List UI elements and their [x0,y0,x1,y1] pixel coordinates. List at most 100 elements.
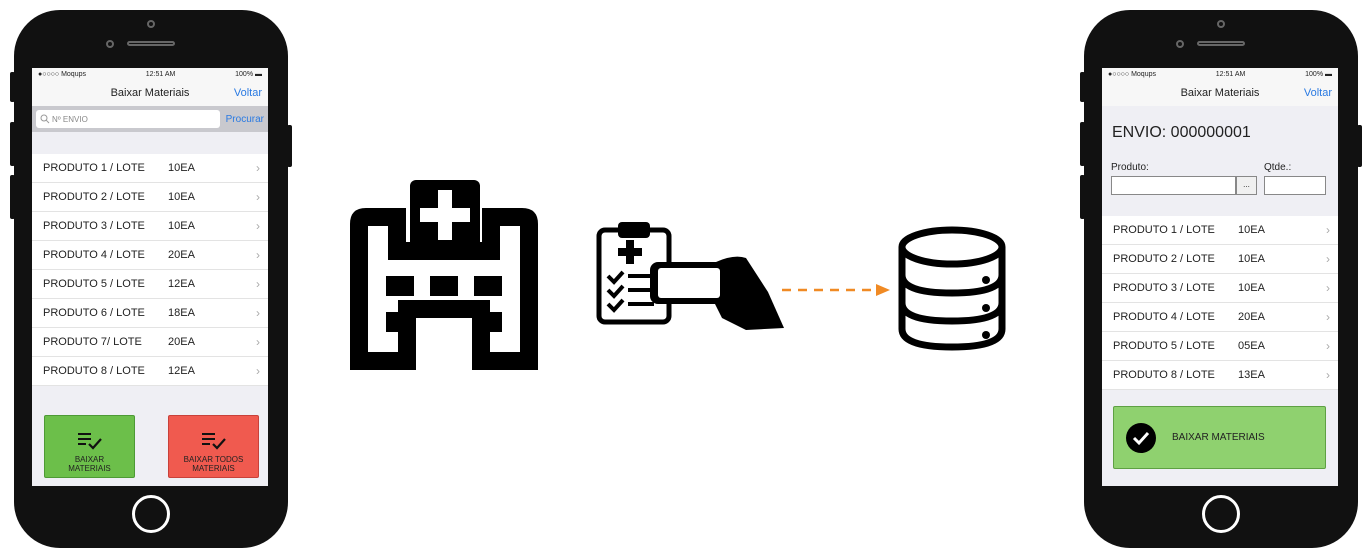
quantity-label: 20EA [1238,311,1265,323]
baixar-todos-button[interactable]: BAIXAR TODOS MATERIAIS [168,415,259,478]
product-label: PRODUTO 8 / LOTE [43,365,145,377]
list-item[interactable]: PRODUTO 3 / LOTE 10EA › [32,212,268,241]
nav-bar: Baixar Materiais Voltar [1102,80,1338,106]
search-input[interactable]: Nº ENVIO [36,110,220,128]
list-item[interactable]: PRODUTO 5 / LOTE 05EA › [1102,332,1338,361]
product-label: PRODUTO 4 / LOTE [43,249,145,261]
earpiece-speaker [127,41,175,46]
right-phone: ●○○○○ Moqups 12:51 AM 100% ▬ Baixar Mate… [1080,10,1362,548]
quantity-label: 10EA [168,191,195,203]
search-bar: Nº ENVIO Procurar [32,106,268,132]
list-item[interactable]: PRODUTO 8 / LOTE 12EA › [32,357,268,386]
envio-form: ENVIO: 000000001 Produto: Qtde.: ... [1102,106,1338,216]
list-item[interactable]: PRODUTO 7/ LOTE 20EA › [32,328,268,357]
product-label: PRODUTO 8 / LOTE [1113,369,1215,381]
qtde-label: Qtde.: [1264,162,1292,173]
quantity-label: 12EA [168,365,195,377]
back-link[interactable]: Voltar [1303,87,1332,99]
produto-label: Produto: [1111,162,1149,173]
chevron-right-icon: › [256,190,260,204]
qtde-input[interactable] [1264,176,1326,195]
back-link[interactable]: Voltar [233,87,262,99]
product-label: PRODUTO 7/ LOTE [43,336,142,348]
product-label: PRODUTO 5 / LOTE [43,278,145,290]
search-placeholder: Nº ENVIO [52,114,88,124]
chevron-right-icon: › [256,248,260,262]
volume-up [10,122,15,166]
time-label: 12:51 AM [145,70,176,78]
carrier-label: ●○○○○ Moqups [38,70,86,78]
database-icon [898,226,1006,351]
produto-input[interactable] [1111,176,1236,195]
quantity-label: 05EA [1238,340,1265,352]
product-label: PRODUTO 3 / LOTE [43,220,145,232]
checklist-icon [77,433,102,450]
chevron-right-icon: › [1326,339,1330,353]
quantity-label: 10EA [1238,253,1265,265]
product-label: PRODUTO 4 / LOTE [1113,311,1215,323]
hospital-icon [350,180,538,370]
product-label: PRODUTO 3 / LOTE [1113,282,1215,294]
search-button[interactable]: Procurar [225,113,264,125]
quantity-label: 10EA [1238,224,1265,236]
todos-line1: BAIXAR TODOS [183,455,244,464]
chevron-right-icon: › [1326,223,1330,237]
carrier-label: ●○○○○ Moqups [1108,70,1156,78]
list-item[interactable]: PRODUTO 2 / LOTE 10EA › [32,183,268,212]
list-item[interactable]: PRODUTO 1 / LOTE 10EA › [1102,216,1338,245]
product-label: PRODUTO 2 / LOTE [43,191,145,203]
dashed-arrow-icon [782,284,890,296]
product-label: PRODUTO 1 / LOTE [43,162,145,174]
list-item[interactable]: PRODUTO 8 / LOTE 13EA › [1102,361,1338,390]
proximity-sensor [1176,40,1184,48]
chevron-right-icon: › [256,277,260,291]
chevron-right-icon: › [256,335,260,349]
quantity-label: 18EA [168,307,195,319]
product-label: PRODUTO 6 / LOTE [43,307,145,319]
quantity-label: 10EA [1238,282,1265,294]
chevron-right-icon: › [256,364,260,378]
earpiece-speaker [1197,41,1245,46]
status-bar: ●○○○○ Moqups 12:51 AM 100% ▬ [1102,68,1338,80]
left-screen: ●○○○○ Moqups 12:51 AM 100% ▬ Baixar Mate… [32,68,268,486]
product-label: PRODUTO 1 / LOTE [1113,224,1215,236]
page-title: Baixar Materiais [110,87,190,99]
todos-line2: MATERIAIS [192,464,235,473]
home-button[interactable] [1202,495,1240,533]
battery-label: 100% ▬ [235,70,262,78]
volume-down [1080,175,1085,219]
browse-button[interactable]: ... [1236,176,1257,195]
status-bar: ●○○○○ Moqups 12:51 AM 100% ▬ [32,68,268,80]
battery-label: 100% ▬ [1305,70,1332,78]
confirm-baixar-button[interactable]: BAIXAR MATERIAIS [1113,406,1326,469]
page-title: Baixar Materiais [1180,87,1260,99]
product-label: PRODUTO 5 / LOTE [1113,340,1215,352]
front-camera [147,20,155,28]
mute-switch [10,72,15,102]
front-camera [1217,20,1225,28]
chevron-right-icon: › [1326,310,1330,324]
volume-down [10,175,15,219]
quantity-label: 13EA [1238,369,1265,381]
baixar-line1: BAIXAR [74,455,105,464]
list-item[interactable]: PRODUTO 4 / LOTE 20EA › [1102,303,1338,332]
quantity-label: 10EA [168,220,195,232]
quantity-label: 20EA [168,336,195,348]
power-button [1357,125,1362,167]
volume-up [1080,122,1085,166]
mute-switch [1080,72,1085,102]
home-button[interactable] [132,495,170,533]
chevron-right-icon: › [1326,281,1330,295]
baixar-materiais-button[interactable]: BAIXAR MATERIAIS [44,415,135,478]
chevron-right-icon: › [256,219,260,233]
time-label: 12:51 AM [1215,70,1246,78]
chevron-right-icon: › [1326,368,1330,382]
list-item[interactable]: PRODUTO 3 / LOTE 10EA › [1102,274,1338,303]
baixar-line2: MATERIAIS [68,464,111,473]
